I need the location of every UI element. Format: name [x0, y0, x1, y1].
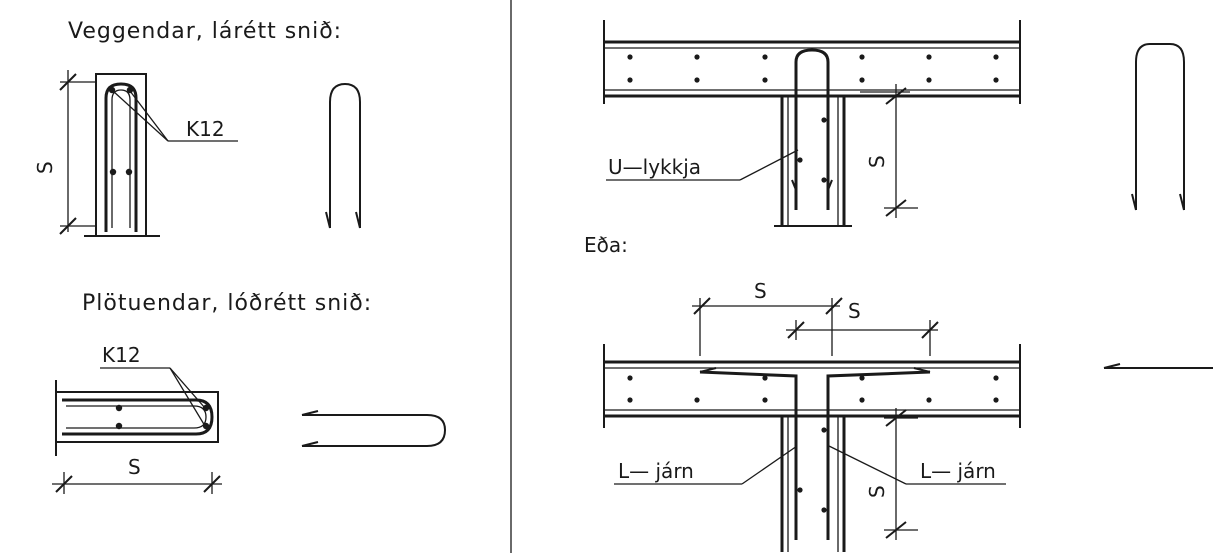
u-loop-shape-right — [1131, 43, 1185, 211]
l-bar-label-right: L— járn — [920, 459, 996, 483]
t-joint-s-label-bottom: S — [865, 485, 889, 498]
k12-label-bottom: K12 — [102, 343, 141, 367]
slab-end-section — [55, 380, 219, 456]
t-joint-s-dimension-top — [884, 84, 918, 218]
l-bar-s-dimensions — [692, 297, 939, 356]
or-label: Eða: — [584, 233, 628, 257]
l-bar-shape — [1103, 363, 1213, 369]
slab-ends-title: Plötuendar, lóðrétt snið: — [82, 291, 372, 316]
wall-end-section — [84, 73, 160, 237]
k12-leader-bottom — [100, 367, 206, 427]
l-bar-label-left: L— járn — [618, 459, 694, 483]
slab-s-dimension — [52, 472, 222, 494]
u-loop-leader — [606, 149, 799, 181]
l-bar-s-label-left: S — [754, 279, 767, 303]
k12-label-top: K12 — [186, 117, 225, 141]
l-bar-s-label-right: S — [848, 299, 861, 323]
wall-s-label: S — [33, 161, 57, 174]
wall-s-dimension — [59, 70, 96, 235]
t-joint-u-loop — [603, 20, 1021, 227]
u-loop-label: U—lykkja — [608, 155, 701, 179]
slab-s-label: S — [128, 455, 141, 479]
k12-leader-top — [112, 90, 238, 142]
t-joint-s-label-top: S — [865, 155, 889, 168]
u-loop-shape-horizontal — [301, 410, 447, 447]
u-loop-shape-left — [325, 82, 361, 229]
l-bar-leader-left — [614, 445, 798, 485]
t-joint-l-bars — [603, 344, 1021, 552]
wall-ends-title: Veggendar, lárétt snið: — [68, 19, 342, 44]
l-bar-leader-right — [828, 445, 1006, 485]
t-joint-s-dimension-bottom — [884, 408, 918, 540]
